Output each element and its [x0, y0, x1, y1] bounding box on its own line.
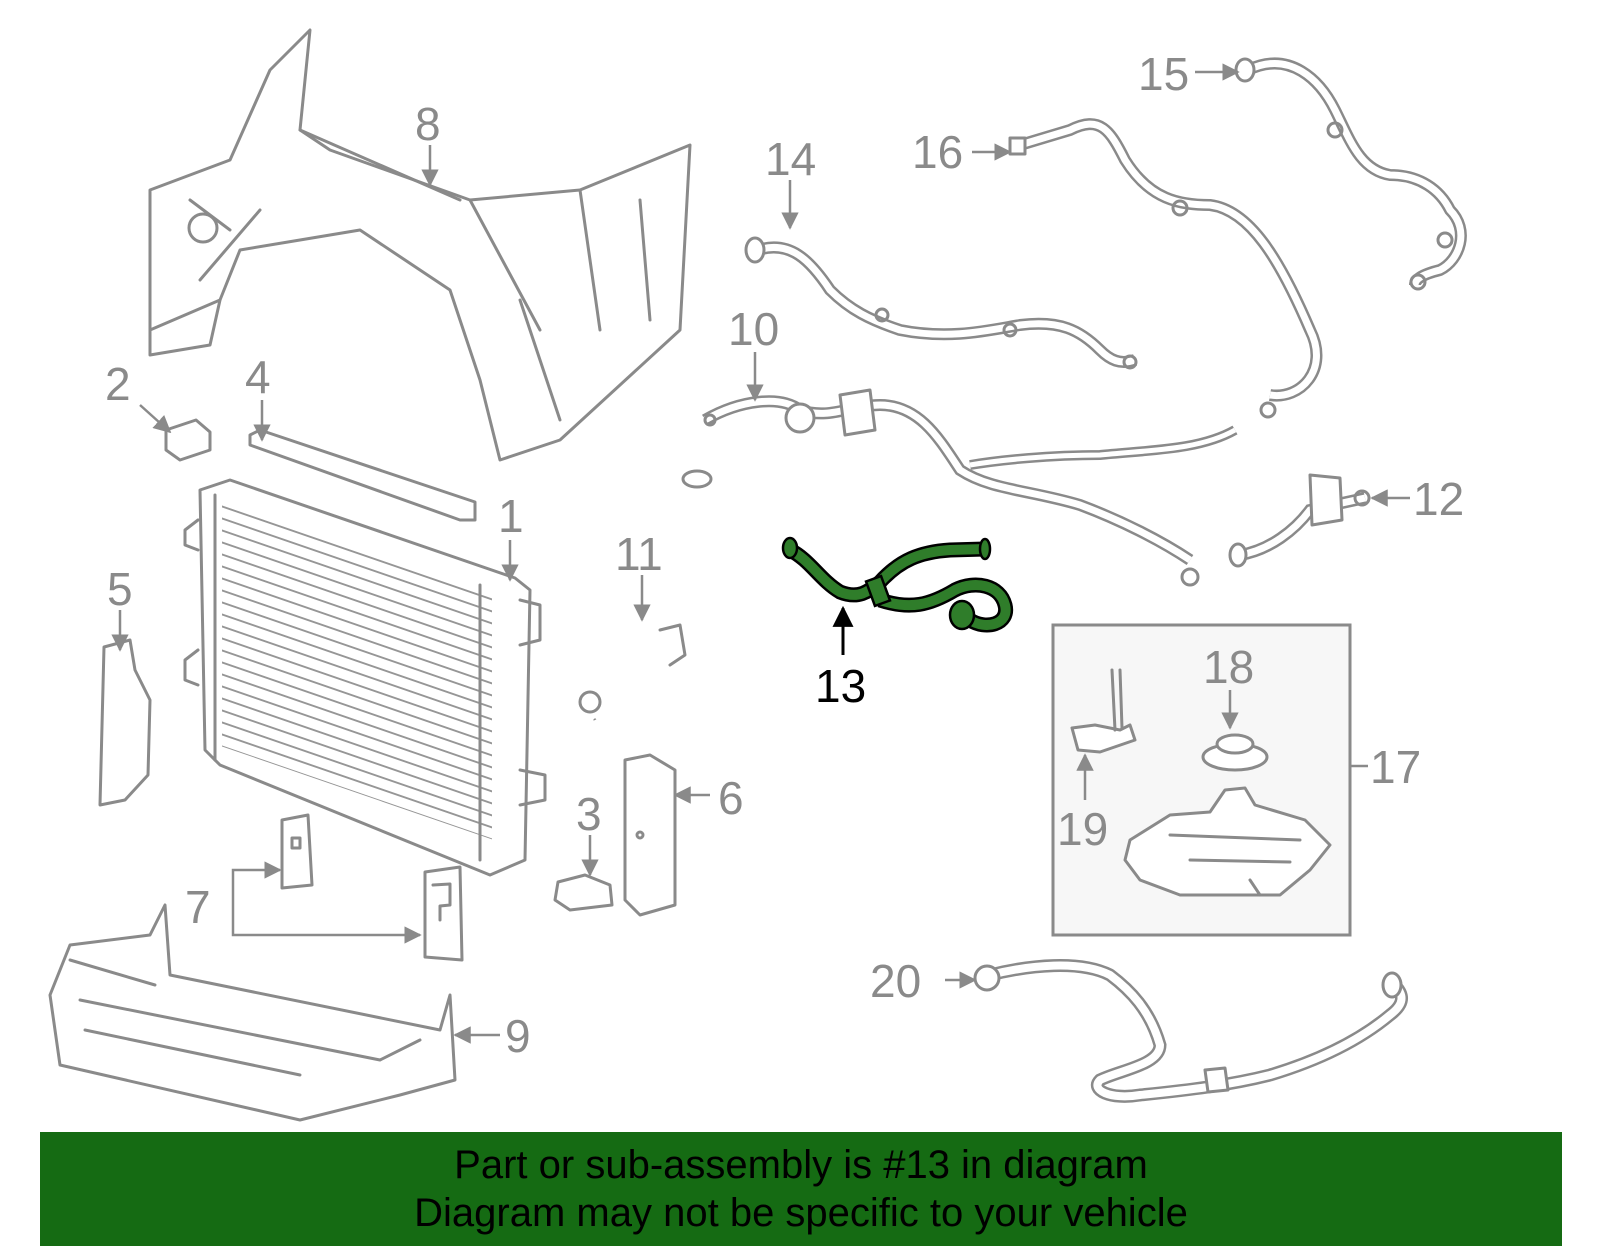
callout-16: 16	[912, 126, 963, 178]
part-17-reservoir-group[interactable]	[1051, 623, 1352, 937]
callout-9: 9	[505, 1010, 531, 1062]
callout-7: 7	[185, 881, 211, 933]
part-12-fitting[interactable]	[1228, 473, 1371, 568]
banner-line-part: Part or sub-assembly is #13 in diagram	[454, 1143, 1148, 1187]
part-20-hose[interactable]	[973, 959, 1408, 1103]
leader-lines	[111, 63, 1410, 1044]
callout-3: 3	[576, 788, 602, 840]
callout-6: 6	[718, 772, 744, 824]
callout-14: 14	[765, 133, 816, 185]
part-1-radiator[interactable]	[183, 478, 547, 877]
part-15-hose[interactable]	[1234, 57, 1467, 291]
part-14-hose[interactable]	[744, 236, 1138, 370]
part-8-front-carrier[interactable]	[148, 28, 692, 462]
banner-line-disclaimer: Diagram may not be specific to your vehi…	[414, 1191, 1188, 1235]
callout-20: 20	[870, 955, 921, 1007]
info-banner: Part or sub-assembly is #13 in diagram D…	[40, 1132, 1562, 1246]
callout-labels: 8 2 4 1 5 3 6 7 9 11 10 14 16 15 12 13 1…	[105, 48, 1464, 1062]
part-13-hose-highlighted[interactable]	[781, 536, 1014, 633]
callout-1: 1	[498, 490, 524, 542]
part-11-hose[interactable]	[578, 469, 726, 727]
part-10-hose[interactable]	[702, 388, 1238, 587]
callout-17: 17	[1370, 741, 1421, 793]
part-3-clip[interactable]	[553, 873, 614, 912]
part-7-brackets[interactable]	[280, 813, 464, 962]
part-2-cap[interactable]	[164, 418, 212, 462]
part-5-side-panel[interactable]	[98, 638, 152, 807]
callout-2: 2	[105, 358, 131, 410]
callout-13: 13	[815, 660, 866, 712]
callout-11: 11	[615, 528, 663, 580]
callout-8: 8	[415, 98, 441, 150]
part-16-hose[interactable]	[1008, 118, 1323, 419]
part-9-undertray[interactable]	[48, 903, 457, 1122]
callout-10: 10	[728, 303, 779, 355]
part-6-panel[interactable]	[623, 753, 677, 917]
callout-4: 4	[245, 351, 271, 403]
callout-12: 12	[1413, 473, 1464, 525]
callout-15: 15	[1138, 48, 1189, 100]
callout-19: 19	[1057, 803, 1108, 855]
callout-18: 18	[1203, 641, 1254, 693]
callout-5: 5	[107, 563, 133, 615]
